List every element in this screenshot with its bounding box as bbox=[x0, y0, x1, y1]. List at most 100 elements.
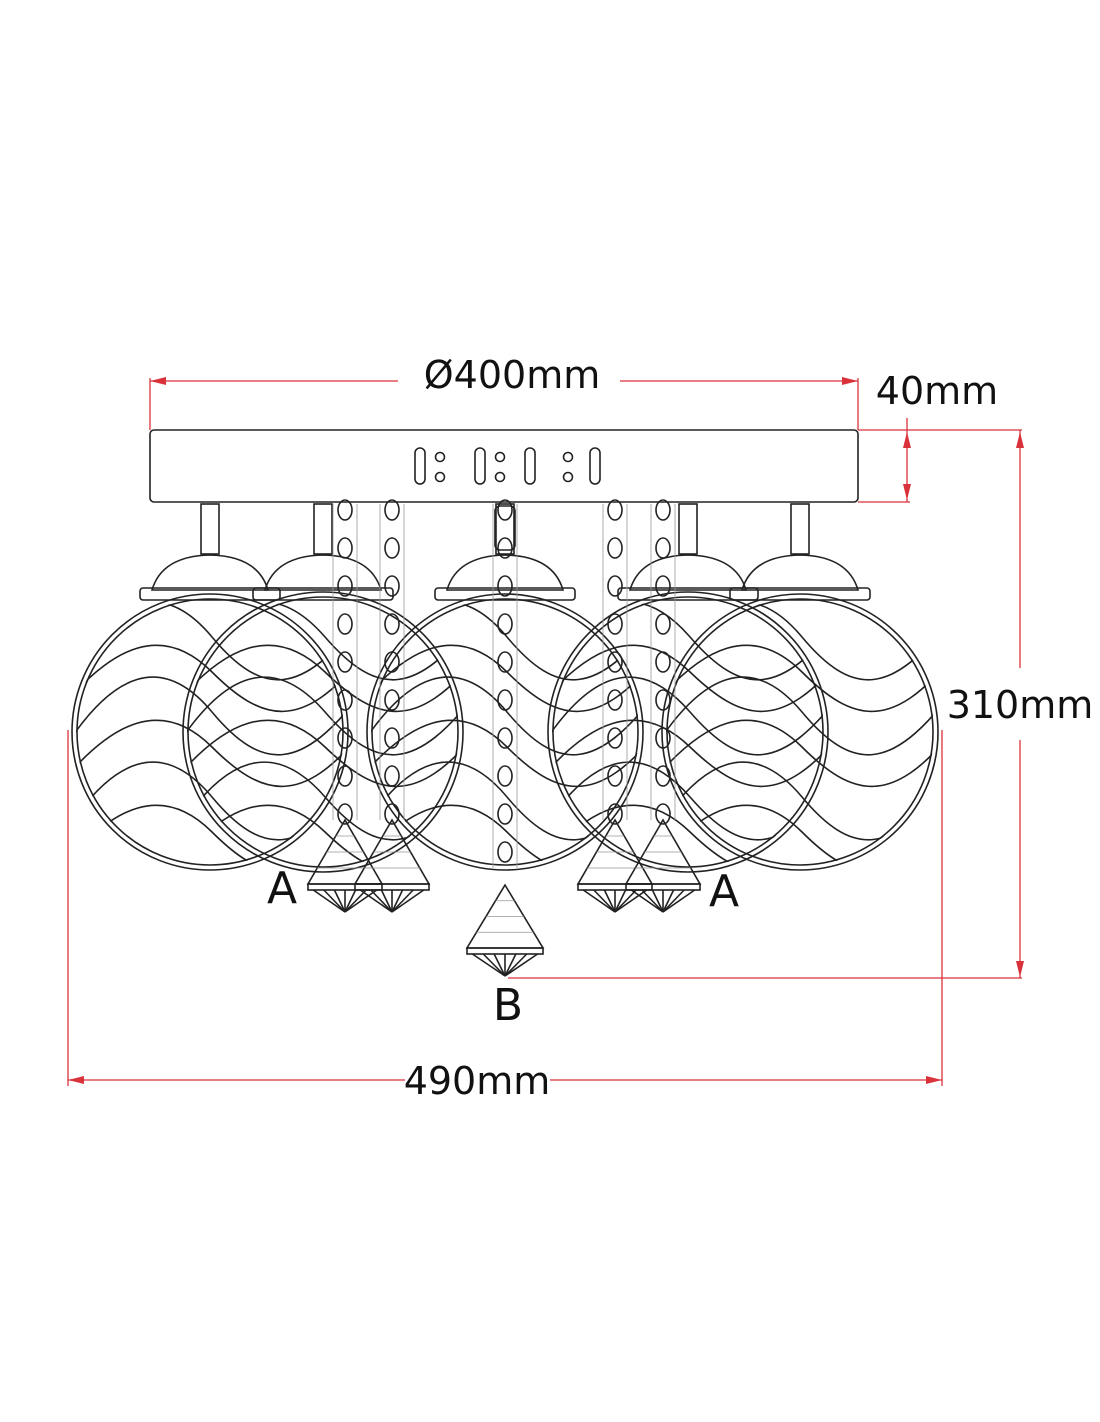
globe-collar bbox=[617, 587, 759, 601]
pendant-facet bbox=[344, 889, 378, 913]
arrow-head bbox=[903, 484, 911, 500]
globe-inner bbox=[76, 598, 344, 866]
globe bbox=[547, 503, 829, 873]
chain-bead bbox=[655, 499, 671, 521]
globe-dome bbox=[150, 554, 270, 591]
pendant-facet bbox=[482, 953, 506, 977]
chain-bead bbox=[384, 613, 400, 635]
chain-bead bbox=[655, 689, 671, 711]
globe-stem bbox=[313, 503, 333, 555]
pendant-facet bbox=[630, 889, 664, 913]
wave-line bbox=[666, 676, 934, 756]
pendant-a-label: A bbox=[709, 866, 739, 917]
pendant-facet bbox=[380, 889, 393, 913]
pendant-facet bbox=[582, 889, 616, 913]
crystal-chains bbox=[306, 499, 702, 977]
pendant-girdle bbox=[577, 883, 653, 891]
arrow-head bbox=[1016, 432, 1024, 448]
chain-bead bbox=[497, 651, 513, 673]
globe-stem bbox=[495, 503, 515, 555]
pendant-facet bbox=[614, 889, 627, 913]
chain-bead bbox=[497, 727, 513, 749]
globe-collar bbox=[729, 587, 871, 601]
chain-bead bbox=[384, 803, 400, 825]
chain-bead bbox=[655, 537, 671, 559]
arrow-head bbox=[150, 377, 166, 385]
crystal-chain bbox=[379, 499, 405, 825]
wave-line bbox=[187, 644, 459, 713]
pendant-facet bbox=[504, 953, 517, 977]
globe-stem bbox=[790, 503, 810, 555]
chain-bead bbox=[607, 765, 623, 787]
chain-bead bbox=[337, 651, 353, 673]
wave-line bbox=[552, 761, 824, 841]
chain-bead bbox=[337, 575, 353, 597]
wave-line bbox=[552, 676, 824, 756]
crystal-pendant bbox=[306, 818, 384, 913]
center-rod bbox=[494, 505, 516, 551]
vent-slot bbox=[524, 447, 536, 485]
globe-outline bbox=[182, 591, 464, 873]
vent-hole bbox=[434, 471, 446, 483]
globe-dome bbox=[740, 554, 860, 591]
crystal-pendant bbox=[576, 818, 654, 913]
total-width-label: 490mm bbox=[404, 1059, 551, 1103]
wave-line bbox=[76, 644, 344, 713]
chain-bead bbox=[384, 727, 400, 749]
wave-line bbox=[666, 719, 934, 788]
chain-bead bbox=[497, 613, 513, 635]
globe-dome bbox=[445, 554, 565, 591]
base-vents bbox=[414, 447, 601, 485]
base-height-label: 40mm bbox=[876, 369, 998, 413]
globe-outline bbox=[366, 593, 644, 871]
pendant-facet bbox=[662, 889, 685, 913]
crystal-chain bbox=[650, 499, 676, 825]
pendant-a-label: A bbox=[267, 863, 297, 914]
pendant-facet bbox=[333, 889, 346, 913]
chain-bead bbox=[384, 689, 400, 711]
pendant-facet bbox=[504, 953, 528, 977]
globe-waves bbox=[76, 601, 344, 866]
pendant-facet bbox=[323, 889, 346, 913]
dimension-texts: Ø400mm 40mm 310mm 490mm A A B bbox=[267, 353, 1093, 1103]
chain-bead bbox=[337, 803, 353, 825]
pendant-facet bbox=[391, 889, 425, 913]
crystal-pendant bbox=[465, 883, 545, 977]
pendant-facet bbox=[662, 889, 696, 913]
diameter-label: Ø400mm bbox=[424, 353, 600, 397]
globe-collar bbox=[252, 587, 394, 601]
globe-collar bbox=[139, 587, 281, 601]
chain-bead bbox=[607, 613, 623, 635]
chain-bead bbox=[607, 803, 623, 825]
pendant-girdle bbox=[354, 883, 430, 891]
chain-bead bbox=[337, 727, 353, 749]
chain-bead bbox=[337, 499, 353, 521]
wave-line bbox=[76, 761, 344, 841]
globe-outline bbox=[661, 593, 939, 871]
globe bbox=[661, 503, 939, 871]
crystal-pendant bbox=[353, 818, 431, 913]
chain-bead bbox=[497, 575, 513, 597]
pendant-facet bbox=[359, 889, 393, 913]
crystal-chain bbox=[492, 499, 518, 868]
pendant-facet bbox=[493, 953, 506, 977]
pendant-facet bbox=[614, 889, 648, 913]
pendant-facet bbox=[614, 889, 637, 913]
pendant-facet bbox=[370, 889, 393, 913]
globe bbox=[366, 503, 644, 871]
arrow-head bbox=[903, 432, 911, 448]
total-height-label: 310mm bbox=[947, 683, 1094, 727]
arrow-head bbox=[68, 1076, 84, 1084]
pendant-facet bbox=[312, 889, 346, 913]
chain-bead bbox=[497, 841, 513, 863]
globes bbox=[71, 503, 939, 873]
chain-bead bbox=[337, 613, 353, 635]
globe-inner bbox=[666, 598, 934, 866]
chain-bead bbox=[607, 651, 623, 673]
globe-waves bbox=[371, 601, 639, 866]
chain-bead bbox=[497, 689, 513, 711]
vent-hole bbox=[494, 451, 506, 463]
chain-bead bbox=[655, 575, 671, 597]
chain-bead bbox=[607, 537, 623, 559]
